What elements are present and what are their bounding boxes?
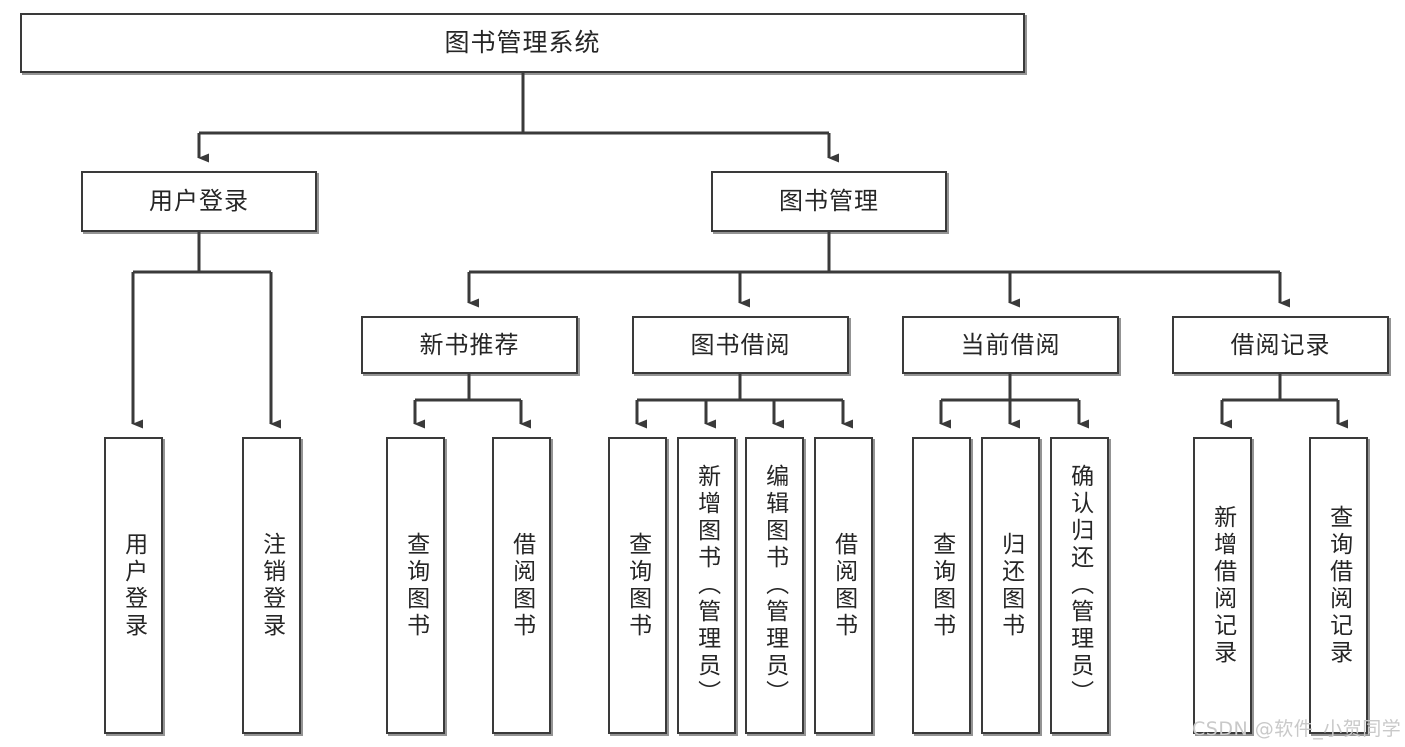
node-leaf-current-borrow-return[interactable]: 归还图书 <box>981 437 1040 734</box>
node-user-login-label: 用户登录 <box>149 187 249 216</box>
node-root-book-management-system[interactable]: 图书管理系统 <box>20 13 1025 73</box>
node-book-borrow[interactable]: 图书借阅 <box>632 316 849 374</box>
node-new-book-recommend[interactable]: 新书推荐 <box>361 316 578 374</box>
node-leaf-borrow-record-query[interactable]: 查询借阅记录 <box>1309 437 1368 734</box>
node-leaf-label: 查询图书 <box>624 531 651 640</box>
node-leaf-label: 查询图书 <box>928 531 955 640</box>
node-leaf-user-login-signout[interactable]: 注销登录 <box>242 437 301 734</box>
node-current-borrow-label: 当前借阅 <box>960 330 1061 359</box>
node-new-book-recommend-label: 新书推荐 <box>419 330 520 359</box>
node-leaf-label: 借阅图书 <box>830 531 857 640</box>
node-root-label: 图书管理系统 <box>444 28 601 58</box>
node-book-management[interactable]: 图书管理 <box>711 171 947 232</box>
node-leaf-label: 借阅图书 <box>508 531 535 640</box>
node-leaf-label: 注销登录 <box>258 531 285 640</box>
node-borrow-record[interactable]: 借阅记录 <box>1172 316 1389 374</box>
node-leaf-label: 新增图书（管理员） <box>693 464 720 707</box>
node-leaf-label: 用户登录 <box>120 531 147 640</box>
node-leaf-book-borrow-borrow[interactable]: 借阅图书 <box>814 437 873 734</box>
node-leaf-borrow-record-add[interactable]: 新增借阅记录 <box>1193 437 1252 734</box>
node-leaf-current-borrow-confirm-admin[interactable]: 确认归还（管理员） <box>1050 437 1109 734</box>
node-leaf-label: 确认归还（管理员） <box>1066 464 1093 707</box>
node-leaf-book-borrow-query[interactable]: 查询图书 <box>608 437 667 734</box>
node-leaf-label: 归还图书 <box>997 531 1024 640</box>
node-leaf-new-book-query[interactable]: 查询图书 <box>386 437 445 734</box>
node-leaf-label: 查询图书 <box>402 531 429 640</box>
node-leaf-book-borrow-add-admin[interactable]: 新增图书（管理员） <box>677 437 736 734</box>
node-leaf-label: 查询借阅记录 <box>1325 504 1352 667</box>
node-user-login[interactable]: 用户登录 <box>81 171 317 232</box>
node-leaf-new-book-borrow[interactable]: 借阅图书 <box>492 437 551 734</box>
node-book-borrow-label: 图书借阅 <box>690 330 791 359</box>
node-leaf-user-login-signin[interactable]: 用户登录 <box>104 437 163 734</box>
node-leaf-label: 编辑图书（管理员） <box>761 464 788 707</box>
node-leaf-book-borrow-edit-admin[interactable]: 编辑图书（管理员） <box>745 437 804 734</box>
node-current-borrow[interactable]: 当前借阅 <box>902 316 1119 374</box>
node-book-management-label: 图书管理 <box>779 187 879 216</box>
node-borrow-record-label: 借阅记录 <box>1230 330 1331 359</box>
node-leaf-current-borrow-query[interactable]: 查询图书 <box>912 437 971 734</box>
node-leaf-label: 新增借阅记录 <box>1209 504 1236 667</box>
